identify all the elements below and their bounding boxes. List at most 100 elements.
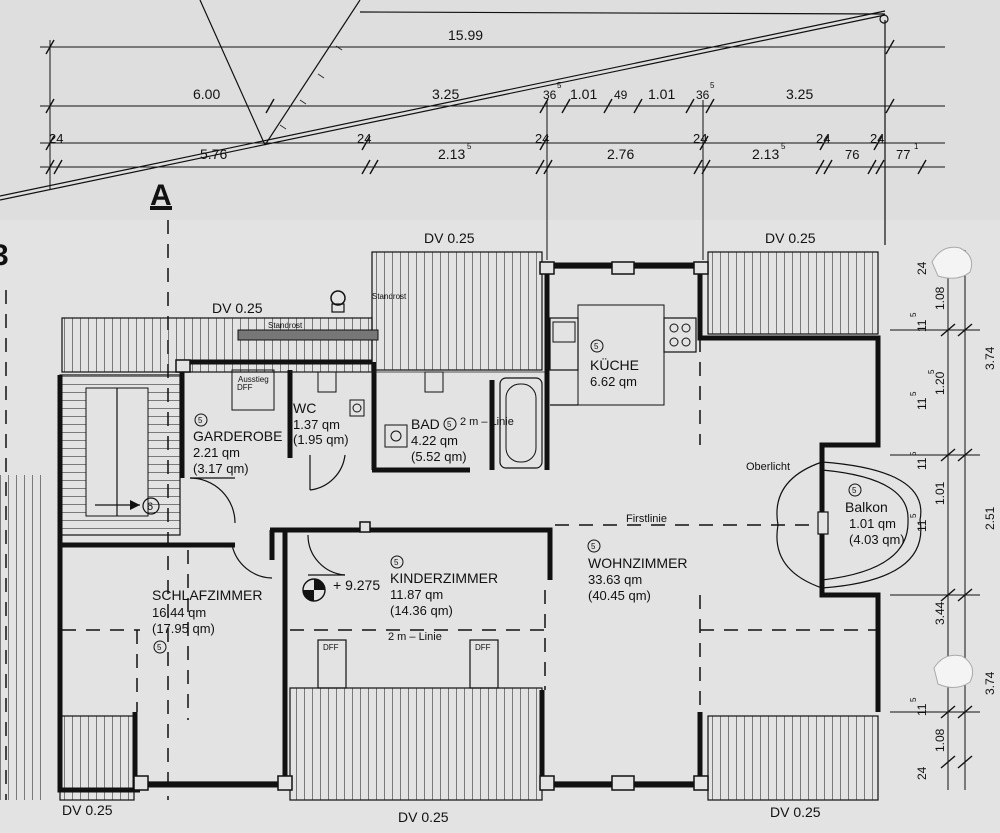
svg-text:5: 5 (198, 416, 203, 425)
doors (189, 454, 346, 579)
dimension-texts: 15.99 6.00 3.25 36 5 1.01 49 1.01 36 5 3… (49, 27, 919, 162)
svg-text:1.01: 1.01 (648, 86, 675, 102)
svg-text:(17.95 qm): (17.95 qm) (152, 621, 215, 636)
svg-text:16.44 qm: 16.44 qm (152, 605, 206, 620)
svg-text:11: 11 (915, 519, 929, 532)
svg-text:5: 5 (781, 142, 786, 151)
svg-text:5: 5 (852, 486, 857, 495)
svg-text:SCHLAFZIMMER: SCHLAFZIMMER (152, 587, 262, 603)
svg-text:11.87 qm: 11.87 qm (390, 587, 443, 602)
roof-label-bottom-center: DV 0.25 (398, 809, 449, 825)
roof-label-top-center: DV 0.25 (424, 230, 475, 246)
svg-text:11: 11 (915, 457, 929, 470)
right-dimension-texts: 24 1.08 11 5 1.20 5 11 5 11 5 1.01 11 5 … (909, 261, 997, 780)
chimney-label: Standrost (372, 292, 407, 301)
svg-text:36: 36 (696, 88, 710, 102)
roof-labels: DV 0.25 DV 0.25 DV 0.25 DV 0.25 DV 0.25 … (62, 230, 821, 825)
svg-text:5: 5 (909, 513, 918, 518)
svg-text:3.44: 3.44 (933, 601, 947, 625)
svg-text:3.25: 3.25 (432, 86, 459, 102)
svg-text:3.25: 3.25 (786, 86, 813, 102)
svg-text:6.00: 6.00 (193, 86, 220, 102)
svg-text:24: 24 (357, 131, 371, 146)
bath-fixtures (290, 371, 545, 469)
room-kueche: 5 KÜCHE 6.62 qm (590, 339, 639, 389)
svg-text:BAD: BAD (411, 416, 440, 432)
svg-text:11: 11 (915, 703, 929, 716)
svg-text:Balkon: Balkon (845, 499, 888, 515)
svg-text:11: 11 (915, 397, 929, 410)
svg-text:1.08: 1.08 (933, 286, 947, 310)
svg-text:2.51: 2.51 (983, 506, 997, 530)
svg-text:(5.52 qm): (5.52 qm) (411, 449, 467, 464)
room-schlafzimmer: SCHLAFZIMMER 16.44 qm (17.95 qm) 5 (152, 587, 262, 654)
svg-text:5: 5 (909, 391, 918, 396)
svg-text:2 m – Linie: 2 m – Linie (460, 416, 514, 428)
svg-text:1.20: 1.20 (933, 371, 947, 395)
svg-text:5: 5 (557, 81, 562, 90)
site-lines (0, 0, 889, 245)
svg-text:5.76: 5.76 (200, 146, 227, 162)
walls (57, 262, 881, 793)
attic-lines (62, 338, 878, 720)
room-balkon: 5 Balkon 1.01 qm (4.03 qm) Oberlicht (746, 461, 905, 547)
svg-text:6.62 qm: 6.62 qm (590, 374, 637, 389)
svg-text:5: 5 (447, 420, 452, 429)
svg-text:+ 9.275: + 9.275 (333, 577, 380, 593)
windows (133, 261, 709, 791)
svg-text:24: 24 (535, 131, 549, 146)
svg-text:5: 5 (591, 542, 596, 551)
svg-text:(3.17 qm): (3.17 qm) (193, 461, 249, 476)
svg-text:24: 24 (870, 131, 884, 146)
svg-text:1.01: 1.01 (933, 481, 947, 505)
right-dimension-lines (890, 250, 980, 790)
svg-text:5: 5 (467, 142, 472, 151)
roof-label-bottom-right: DV 0.25 (770, 804, 821, 820)
svg-text:WC: WC (293, 400, 316, 416)
skylight-label: Oberlicht (746, 461, 790, 473)
svg-text:2 m – Linie: 2 m – Linie (388, 631, 442, 643)
room-wohnzimmer: 5 WOHNZIMMER 33.63 qm (40.45 qm) Firstli… (587, 513, 688, 603)
svg-text:5: 5 (909, 312, 918, 317)
svg-text:33.63 qm: 33.63 qm (588, 572, 642, 587)
svg-text:DFF: DFF (475, 643, 491, 652)
svg-text:5: 5 (927, 369, 936, 374)
svg-text:24: 24 (816, 131, 830, 146)
svg-text:76: 76 (845, 147, 859, 162)
balcony (776, 461, 922, 589)
svg-text:5: 5 (394, 558, 399, 567)
svg-text:3.74: 3.74 (983, 346, 997, 370)
svg-text:1.37 qm: 1.37 qm (293, 417, 340, 432)
svg-text:1.01 qm: 1.01 qm (849, 516, 896, 531)
svg-text:1.01: 1.01 (570, 86, 597, 102)
dimension-lines (40, 39, 945, 260)
chimney: Standrost Standrost Ausstieg (231, 290, 407, 411)
svg-text:Standrost: Standrost (268, 321, 303, 330)
roof-label-top-right: DV 0.25 (765, 230, 816, 246)
room-bad: BAD 5 2 m – Linie 4.22 qm (5.52 qm) (411, 416, 514, 464)
svg-text:(40.45 qm): (40.45 qm) (588, 588, 651, 603)
svg-text:11: 11 (915, 319, 929, 332)
roof-label-bottom-left: DV 0.25 (62, 802, 113, 818)
svg-text:(14.36 qm): (14.36 qm) (390, 603, 453, 618)
svg-text:1.08: 1.08 (933, 728, 947, 752)
svg-text:1: 1 (914, 142, 919, 151)
svg-text:2.76: 2.76 (607, 146, 634, 162)
svg-text:5: 5 (909, 697, 918, 702)
svg-text:2.21 qm: 2.21 qm (193, 445, 240, 460)
roof-windows: DFF DFF DFF (237, 383, 499, 689)
svg-text:WOHNZIMMER: WOHNZIMMER (588, 555, 688, 571)
svg-text:24: 24 (693, 131, 707, 146)
roof-label-left: DV 0.25 (212, 300, 263, 316)
staircase: 6 (59, 374, 181, 536)
svg-text:5: 5 (909, 451, 918, 456)
ridge-line-label: Firstlinie (626, 513, 667, 525)
svg-text:77: 77 (896, 147, 910, 162)
svg-text:6: 6 (147, 501, 153, 513)
svg-text:49: 49 (614, 88, 628, 102)
svg-text:(1.95 qm): (1.95 qm) (293, 432, 349, 447)
svg-text:4.22 qm: 4.22 qm (411, 433, 458, 448)
svg-text:5: 5 (157, 643, 162, 652)
svg-text:24: 24 (915, 766, 929, 780)
